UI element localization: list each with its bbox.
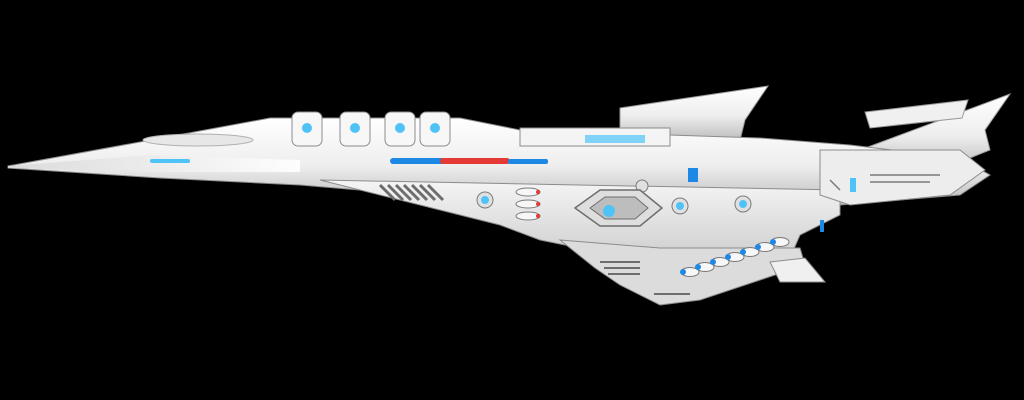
spaceship [7, 85, 1012, 306]
rear-panel-lines [829, 174, 940, 191]
ventral-fin [769, 257, 827, 283]
blue-accent-mid [688, 168, 698, 182]
engine-pods [291, 111, 451, 147]
dorsal-fin-rear-upper [864, 99, 969, 129]
rear-engine-block [819, 149, 986, 206]
central-hatch [573, 189, 664, 227]
missile [755, 242, 775, 252]
cyan-stripe [150, 159, 190, 163]
side-canisters [515, 187, 541, 221]
nose-shade [8, 155, 300, 172]
deck-cyan-panel [585, 135, 645, 143]
blue-stripe-rear [508, 159, 548, 164]
missile-rack [680, 237, 790, 277]
nose-window [142, 133, 254, 147]
side-vents [378, 183, 445, 202]
missile [770, 237, 790, 247]
missile [725, 252, 745, 262]
rear-blue-light [820, 220, 824, 232]
blue-stripe [390, 158, 450, 164]
portholes [476, 179, 752, 215]
missile [680, 267, 700, 277]
red-stripe [440, 158, 510, 164]
missile [695, 262, 715, 272]
lower-vents [600, 261, 690, 295]
missile [710, 257, 730, 267]
rear-cyan-light [850, 178, 856, 192]
missile [740, 247, 760, 257]
